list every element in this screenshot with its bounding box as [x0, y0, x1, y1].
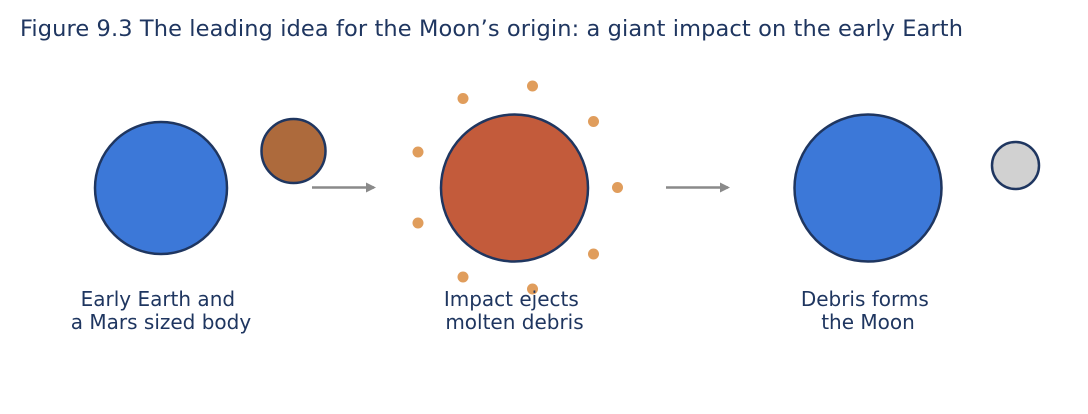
- stage-label-line: molten debris: [445, 310, 583, 334]
- stage-label-after: Debris forms the Moon: [801, 287, 935, 334]
- stage-label-line: a Mars sized body: [71, 310, 252, 334]
- stage-label-before: Early Earth and a Mars sized body: [71, 287, 252, 334]
- stage-label-line: Impact ejects: [444, 287, 579, 311]
- stage-label-impact: Impact ejects molten debris: [444, 287, 585, 334]
- figure-title: Figure 9.3 The leading idea for the Moon…: [20, 16, 964, 42]
- debris-particle: [588, 116, 599, 127]
- early-earth: [93, 120, 229, 256]
- stage-after: Debris forms the Moon: [793, 113, 1041, 334]
- stage-label-line: Early Earth and: [81, 287, 235, 311]
- moon: [990, 140, 1041, 191]
- debris-particle: [457, 93, 469, 104]
- debris-particle: [527, 80, 538, 92]
- stage-impact: Impact ejects molten debris: [412, 80, 623, 334]
- stage-label-line: Debris forms: [801, 287, 929, 311]
- molten-earth: [439, 113, 590, 263]
- earth: [793, 113, 943, 263]
- debris-ring: [412, 80, 623, 295]
- debris-particle: [412, 217, 424, 229]
- debris-particle: [612, 182, 623, 193]
- debris-particle: [527, 283, 538, 295]
- mars-sized-body: [260, 117, 327, 185]
- debris-particle: [457, 271, 469, 283]
- debris-particle: [588, 248, 599, 260]
- stage-before: Early Earth and a Mars sized body: [71, 117, 327, 334]
- debris-particle: [412, 146, 424, 158]
- stage-label-line: the Moon: [821, 310, 915, 334]
